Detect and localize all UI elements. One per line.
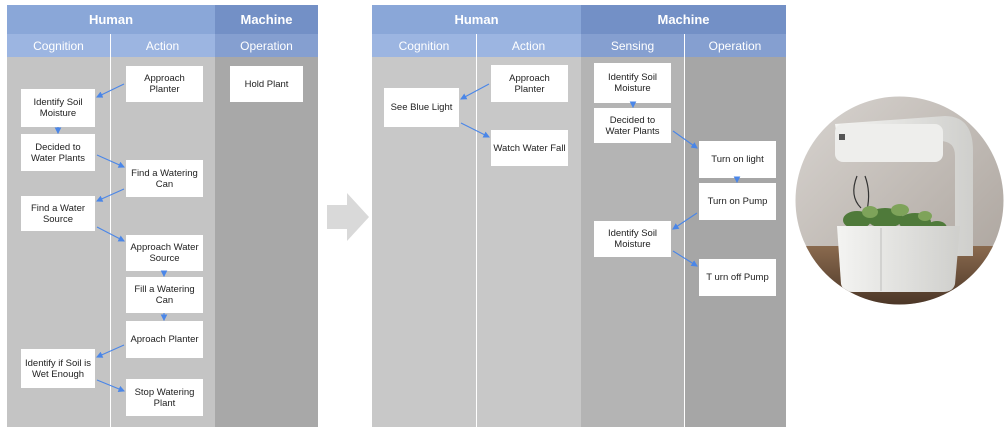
left-approach-water-source: Approach Water Source [126,235,203,271]
left-aproach-planter: Aproach Planter [126,321,203,358]
right-watch-water-fall: Watch Water Fall [491,130,568,166]
flow-arrow [95,188,125,202]
right-turn-on-light: Turn on light [699,141,776,178]
flow-arrow [96,83,125,98]
flow-arrow [460,122,490,138]
left-find-watering-can: Find a Watering Can [126,160,203,197]
left-decided-to-water: Decided to Water Plants [21,134,95,171]
flow-arrow [95,344,125,358]
right-turn-on-pump: Turn on Pump [699,183,776,220]
left-identify-soil-moisture: Identify Soil Moisture [21,89,95,127]
right-operation-header: Operation [684,34,786,57]
flow-arrow [672,130,698,149]
right-identify-soil-moisture: Identify Soil Moisture [594,63,671,103]
right-action-lane [476,57,581,427]
left-operation-header: Operation [215,34,318,57]
right-diagram: Human Machine Cognition Action Sensing O… [372,5,786,427]
right-lane-divider [476,34,477,427]
left-find-water-source: Find a Water Source [21,196,95,231]
right-cognition-header: Cognition [372,34,476,57]
right-see-blue-light: See Blue Light [384,88,459,127]
right-action-header: Action [476,34,581,57]
right-identify-soil-moisture-2: Identify Soil Moisture [594,221,671,257]
right-decided-to-water: Decided to Water Plants [594,108,671,143]
left-flow-arrows [54,83,168,392]
left-operation-lane [215,57,318,427]
right-lane-divider [684,34,685,427]
right-human-header: Human [372,5,581,34]
left-cognition-header: Cognition [7,34,110,57]
right-machine-header: Machine [581,5,786,34]
left-action-header: Action [110,34,215,57]
flow-arrow [96,154,126,168]
left-diagram: Human Machine Cognition Action Operation… [7,5,318,427]
right-operation-lane [684,57,786,427]
right-turn-off-pump: T urn off Pump [699,259,776,296]
left-hold-plant: Hold Plant [230,66,303,102]
flow-arrow [672,250,698,267]
left-machine-header: Machine [215,5,318,34]
transition-arrow-icon [327,193,369,241]
flow-arrow [460,83,490,100]
flow-arrow [672,212,698,230]
left-identify-wet-enough: Identify if Soil is Wet Enough [21,349,95,388]
left-lane-divider [110,34,111,427]
smart-planter-photo [795,96,1004,305]
left-approach-planter: Approach Planter [126,66,203,102]
left-human-header: Human [7,5,215,34]
right-sensing-header: Sensing [581,34,684,57]
flow-arrow [96,226,125,242]
flow-arrow [96,379,126,392]
right-flow-arrows [460,83,741,267]
left-fill-watering-can: Fill a Watering Can [126,277,203,313]
right-approach-planter: Approach Planter [491,65,568,102]
left-stop-watering: Stop Watering Plant [126,379,203,416]
